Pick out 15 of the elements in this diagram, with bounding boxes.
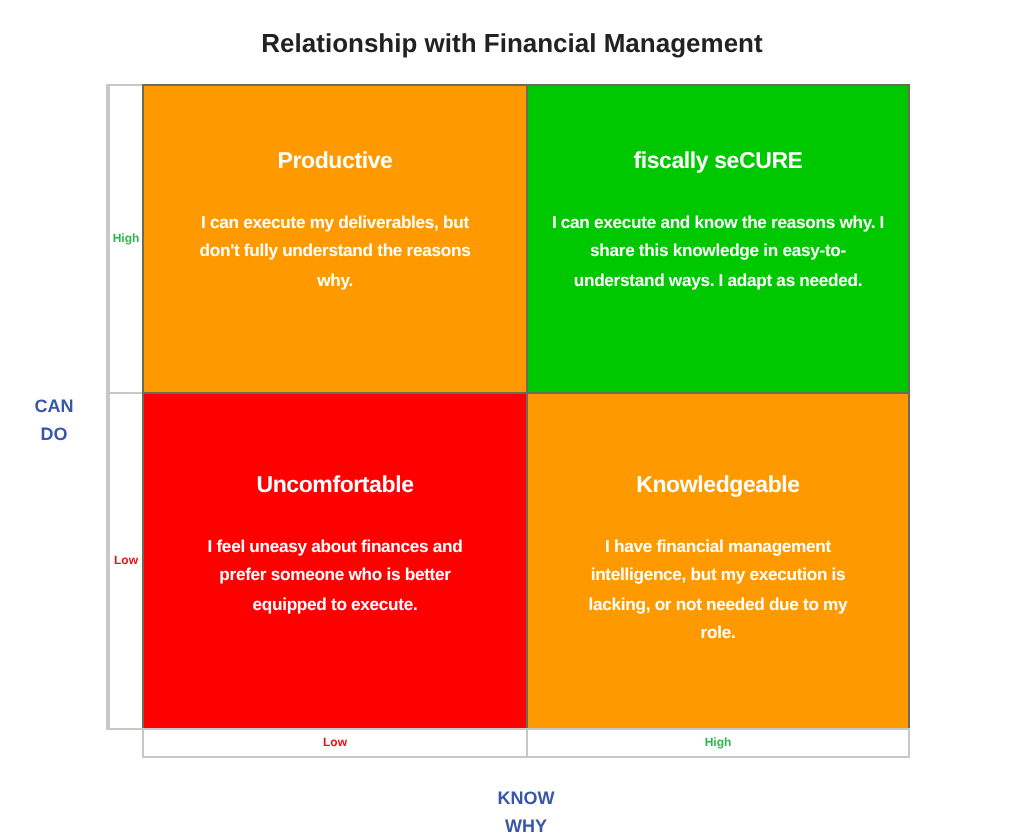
- quadrant-heading: Uncomfortable: [256, 474, 414, 498]
- quadrant: [526, 392, 910, 730]
- quadrant: [142, 84, 528, 394]
- quadrant: [526, 84, 910, 394]
- quadrant-description: I feel uneasy about finances and prefer someone who is better equipped to execute.: [205, 534, 465, 618]
- diagram-title: Relationship with Financial Management: [259, 28, 765, 58]
- quadrant-description: I have financial management intelligence, but my execution is lacking, or not needed due to my role.: [588, 534, 848, 646]
- quadrant-description: I can execute and know the reasons why. I share this knowledge in easy-to-understand ways. I adapt as needed.: [549, 210, 887, 294]
- quadrant-heading: fiscally seCURE: [633, 150, 803, 174]
- quadrant-heading: Productive: [277, 150, 393, 174]
- quadrant-description: I can execute my deliverables, but don't fully understand the reasons why.: [197, 210, 473, 294]
- quadrant: [142, 392, 528, 730]
- axis-title: KNOW WHY: [495, 786, 557, 836]
- quadrant-heading: Knowledgeable: [636, 474, 800, 498]
- axis-title: CAN DO: [32, 394, 76, 448]
